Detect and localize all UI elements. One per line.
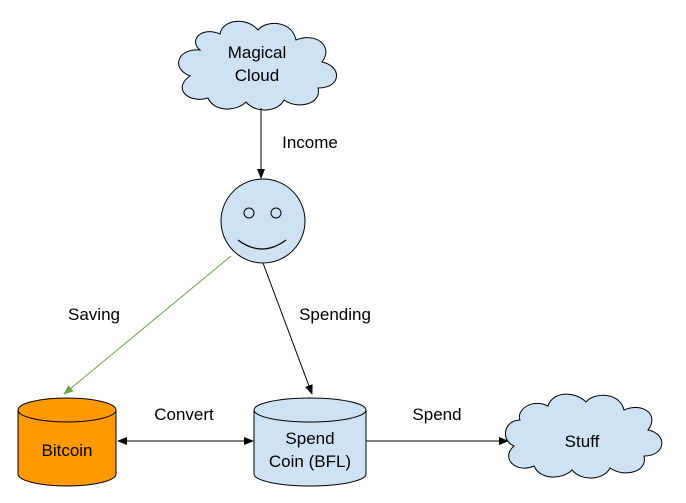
stuff-label: Stuff xyxy=(565,432,600,451)
magical-cloud-label-line2: Cloud xyxy=(235,66,279,85)
smiley-face-icon xyxy=(220,178,306,264)
right-eye xyxy=(270,207,282,219)
spend-coin-cylinder-top xyxy=(253,397,367,423)
magical-cloud-label-line1: Magical xyxy=(228,43,287,62)
face-circle xyxy=(220,178,306,264)
spending-label: Spending xyxy=(299,305,371,324)
convert-label: Convert xyxy=(154,405,214,424)
stuff-cloud-shape xyxy=(505,393,663,479)
bitcoin-cylinder-body xyxy=(17,410,117,487)
left-eye xyxy=(243,207,255,219)
spend-label: Spend xyxy=(412,405,461,424)
cloud-shape xyxy=(178,20,337,111)
bitcoin-cylinder-top xyxy=(17,397,117,423)
spend-coin-label-line1: Spend xyxy=(285,429,334,448)
spend-coin-node: Spend Coin (BFL) xyxy=(253,397,367,487)
spending-arrow xyxy=(262,262,313,395)
income-label: Income xyxy=(282,133,338,152)
saving-arrow xyxy=(63,255,232,395)
smile xyxy=(237,239,287,250)
stuff-cloud-node: Stuff xyxy=(505,393,663,479)
saving-label: Saving xyxy=(68,305,120,324)
spend-coin-label-line2: Coin (BFL) xyxy=(269,452,351,471)
magical-cloud-node: Magical Cloud xyxy=(178,20,337,111)
bitcoin-label: Bitcoin xyxy=(41,441,92,460)
bitcoin-node: Bitcoin xyxy=(17,397,117,487)
spend-coin-cylinder-body xyxy=(253,410,367,487)
